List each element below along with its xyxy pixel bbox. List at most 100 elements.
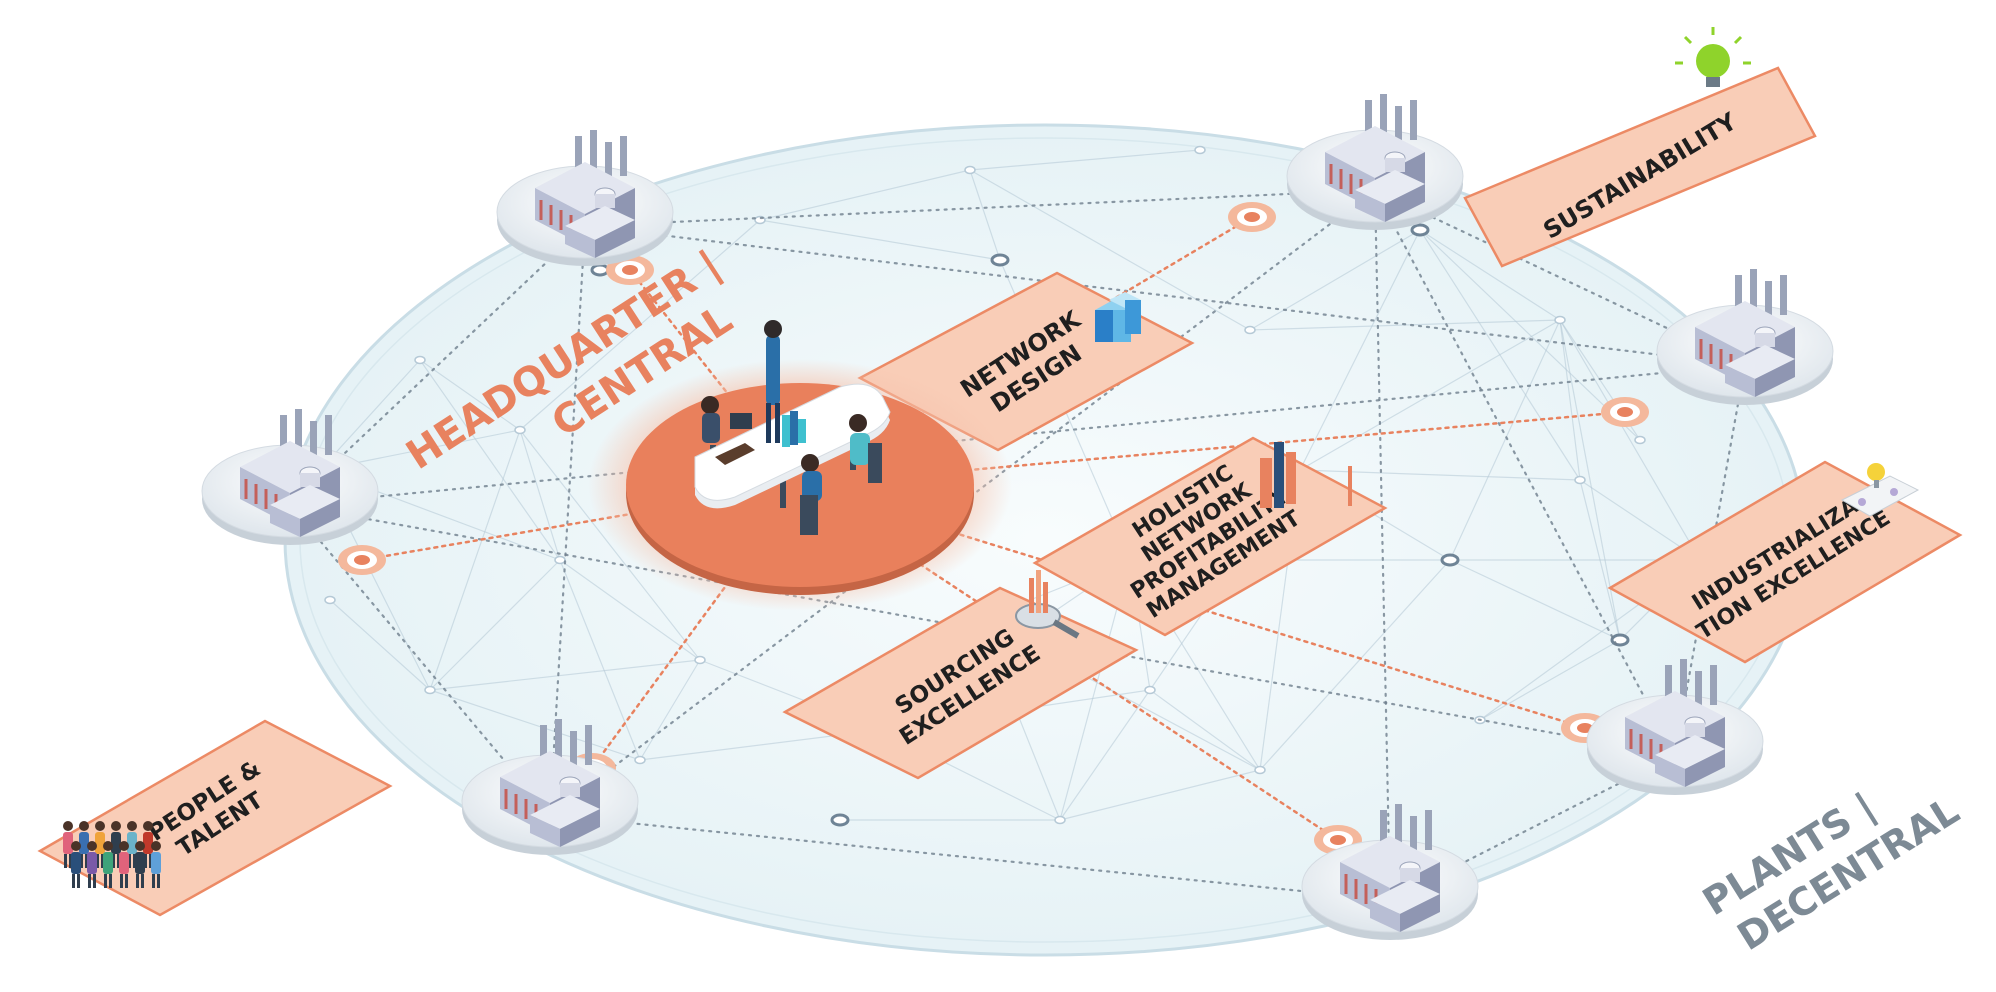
dotted-link [583,224,1747,367]
person-head [79,821,89,831]
person-leg [125,874,128,888]
mesh-line [419,359,521,431]
person-leg [128,854,131,868]
mesh-line [1449,319,1561,561]
mesh-line [419,359,561,561]
mesh-line [429,429,521,691]
industrialization-icon [1840,463,1920,517]
person-body [71,852,81,874]
mesh-line [429,659,701,691]
person-leg [93,874,96,888]
person-leg [149,854,152,868]
person-body [103,852,113,874]
meeting-table-icon [694,320,891,535]
people-icon [63,821,161,888]
dotted-link [583,188,1377,228]
factory-icon [1586,659,1764,795]
person-head [111,821,121,831]
target-ring-center [1617,407,1633,417]
person-leg [133,854,136,868]
person-head [63,821,73,831]
magnifier-icon [1015,570,1080,639]
person-leg [69,854,72,868]
network-node [514,425,526,435]
person-body [143,832,153,854]
mesh-line [519,429,561,561]
target-ring-center [1330,835,1346,845]
person-leg [80,854,83,868]
person-head [151,841,161,851]
mesh-line [519,219,761,431]
network-node [1554,315,1566,325]
mesh-line [1449,559,1621,641]
network-node [554,555,566,565]
person-leg [152,874,155,888]
topic-box-people: PEOPLE &TALENT [37,719,393,917]
factory-icon [1286,94,1464,230]
factory-icon [201,409,379,545]
person-body [135,852,145,874]
person-leg [85,854,88,868]
mesh-line [559,559,701,661]
network-node [1440,553,1460,567]
network-node [1610,633,1630,647]
mesh-line [1299,469,1581,481]
factory-icon [1656,269,1834,405]
person-leg [144,854,147,868]
person-leg [120,874,123,888]
network-node [990,253,1010,267]
target-ring-center [622,265,638,275]
network-node [424,685,436,695]
bar-chart-icon [1260,442,1352,508]
factory-icon [496,130,674,266]
mesh-line [969,149,1201,171]
mesh-line [759,169,971,221]
person-leg [64,854,67,868]
dotted-link [548,813,1392,902]
mesh-line [969,169,1001,261]
headquarter-hub [588,359,1012,611]
person-body [95,832,105,854]
mesh-line [559,559,641,761]
mesh-line [1149,689,1261,771]
mesh-line [1299,229,1421,471]
person-head [119,841,129,851]
target-ring-center [1244,212,1260,222]
mesh-line [519,429,701,661]
person-head [135,841,145,851]
person-leg [136,874,139,888]
dotted-link [548,224,587,817]
network-node [1054,815,1066,825]
plants [201,94,1834,940]
mesh-line [639,659,701,761]
mesh-line [1419,229,1561,321]
person-leg [117,854,120,868]
person-leg [109,874,112,888]
mesh-line [329,599,431,691]
network-node [634,755,646,765]
person-head [103,841,113,851]
network-node [1244,325,1256,335]
person-leg [112,854,115,868]
network-node [964,165,976,175]
person-body [79,832,89,854]
person-leg [157,874,160,888]
person-head [95,821,105,831]
network-node [1254,765,1266,775]
network-node [414,355,426,365]
mesh-line [1579,479,1621,641]
target-ring-center [354,555,370,565]
topic-box-holistic: HOLISTICNETWORKPROFITABILITYMANAGEMENT [1032,436,1388,637]
dotted-link [1373,188,1392,902]
lightbulb-icon [1675,27,1751,87]
person-leg [104,874,107,888]
mesh-line [1259,559,1451,771]
person-head [127,821,137,831]
person-body [119,852,129,874]
mesh-line [969,169,1251,331]
mesh-line [1559,319,1581,481]
person-body [151,852,161,874]
person-leg [72,874,75,888]
network-node [1194,145,1206,155]
